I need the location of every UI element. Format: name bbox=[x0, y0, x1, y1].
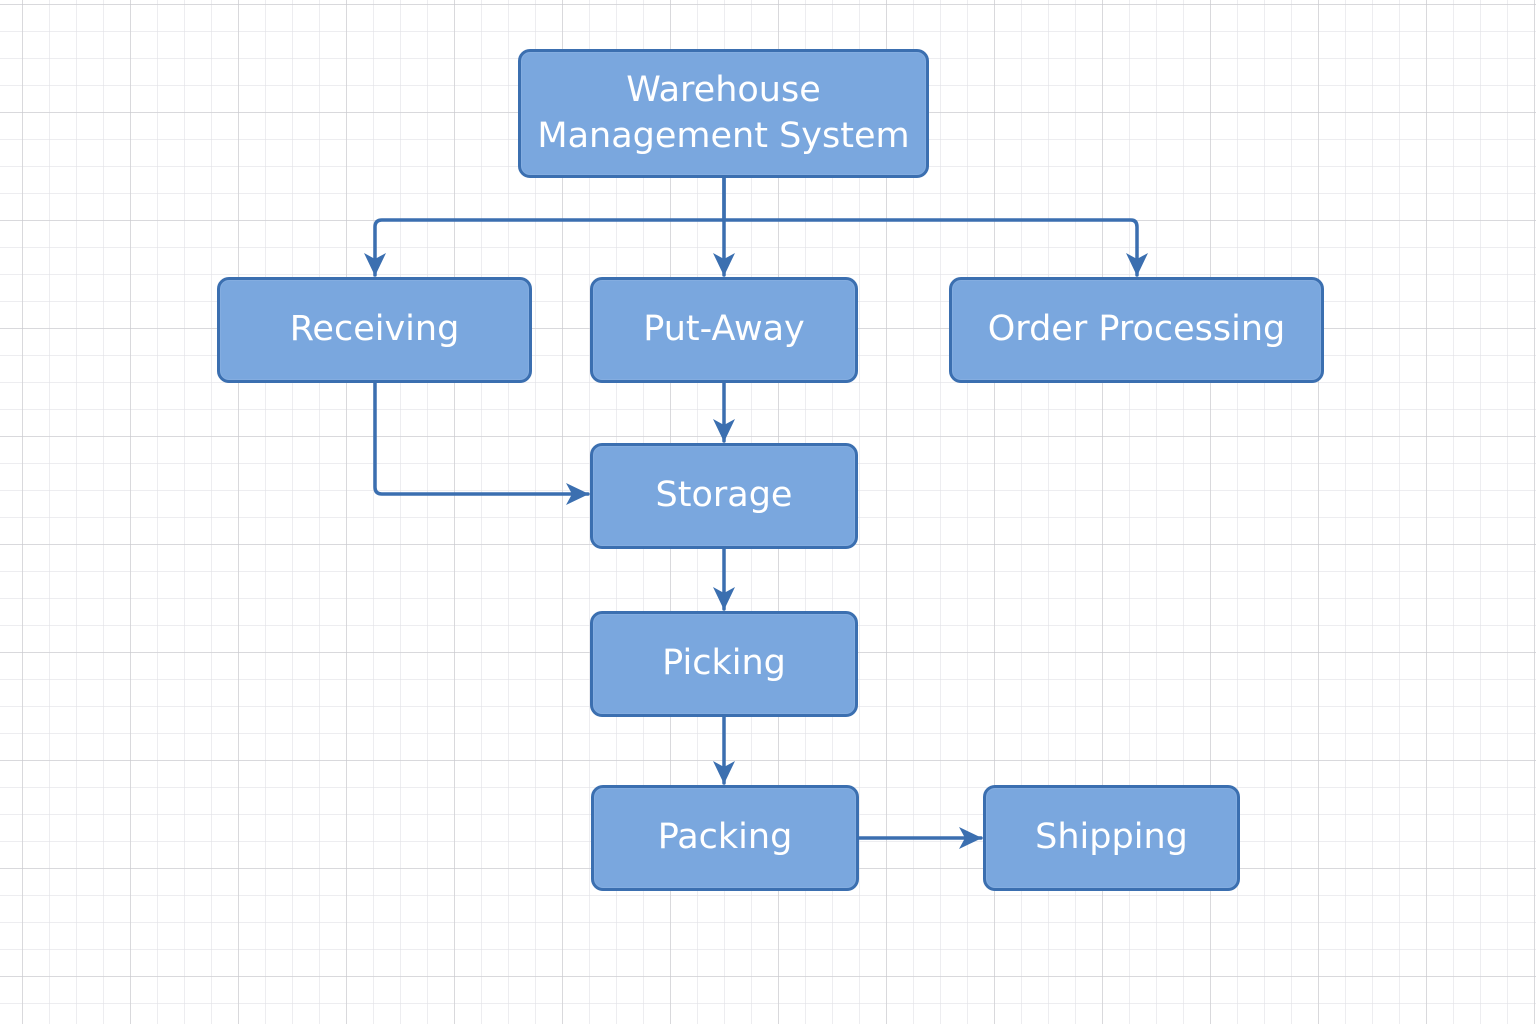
node-label: Receiving bbox=[289, 309, 460, 350]
node-label-line-2: Management System bbox=[537, 115, 910, 156]
edge-wms-to-receiving bbox=[364, 176, 726, 277]
node-order-processing[interactable]: Order Processing bbox=[949, 277, 1324, 383]
node-label: Put-Away bbox=[643, 309, 805, 350]
edge-receiving-to-storage bbox=[373, 381, 590, 505]
node-label: Warehouse Management System bbox=[537, 68, 909, 159]
node-shipping[interactable]: Shipping bbox=[983, 785, 1240, 891]
edge-wms-to-order-processing bbox=[722, 218, 1148, 277]
node-label-line-1: Warehouse bbox=[626, 70, 821, 110]
node-label: Storage bbox=[655, 475, 793, 516]
node-packing[interactable]: Packing bbox=[591, 785, 859, 891]
node-picking[interactable]: Picking bbox=[590, 611, 858, 717]
node-warehouse-management-system[interactable]: Warehouse Management System bbox=[518, 49, 929, 178]
node-label: Order Processing bbox=[987, 309, 1286, 350]
node-put-away[interactable]: Put-Away bbox=[590, 277, 858, 383]
node-label: Shipping bbox=[1035, 817, 1188, 858]
node-label: Packing bbox=[657, 817, 793, 858]
node-label: Picking bbox=[662, 643, 786, 684]
node-receiving[interactable]: Receiving bbox=[217, 277, 532, 383]
node-storage[interactable]: Storage bbox=[590, 443, 858, 549]
